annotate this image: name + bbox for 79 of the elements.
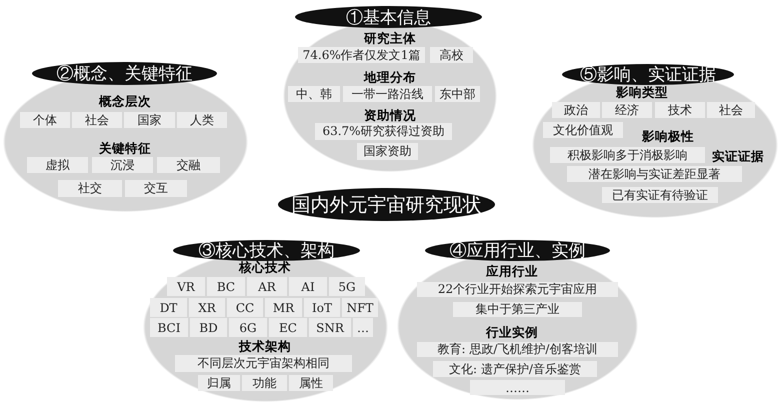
subheading: 行业实例 [486,324,538,342]
subheading: 应用行业 [486,264,538,280]
subheading: 影响极性 [642,128,694,146]
keyword-tag: 虚拟 [27,157,88,173]
node-label: MR [272,300,294,314]
subheading: 实证证据 [712,148,764,166]
keyword-tag: EC [269,318,307,337]
node-label: EC [279,320,297,334]
keyword-tag: AR [247,277,287,296]
keyword-tag: BCI [150,318,188,337]
keyword-tag: 潜在影响与实证差距显著 [567,166,742,182]
keyword-tag: 国家 [124,112,175,128]
subheading: 地理分布 [364,70,416,86]
keyword-tag: 积极影响多于消极影响 [550,147,705,163]
keyword-tag: 高校 [430,47,473,63]
keyword-tag: 功能 [242,375,287,391]
keyword-tag: MR [265,298,302,317]
keyword-tag: NFT [342,298,378,317]
keyword-tag: 归属 [198,375,240,391]
keyword-tag: 一带一路沿线 [343,86,432,102]
title-pill: 国内外元宇宙研究现状 [278,188,495,221]
keyword-tag: BC [207,277,245,296]
subheading: 资助情况 [364,108,416,124]
keyword-tag: 22个行业开始探索元宇宙应用 [417,282,618,297]
keyword-tag: 不同层次元宇宙架构相同 [175,355,352,372]
keyword-tag: 文化价值观 [543,122,623,138]
node-label: SNR [316,320,344,334]
keyword-tag: 政治 [552,102,600,118]
keyword-tag: 74.6%作者仅发文1篇 [298,47,425,63]
keyword-tag: 社会 [72,112,122,128]
keyword-tag: … [353,318,373,337]
keyword-tag: 东中部 [435,86,480,102]
keyword-tag: 集中于第三产业 [453,302,582,317]
keyword-tag: AI [289,277,327,296]
node-label: IoT [312,300,332,314]
keyword-tag: 技术 [655,102,705,118]
keyword-tag: …… [470,380,565,395]
subheading: 核心技术 [239,260,291,276]
node-label: … [357,320,369,334]
keyword-tag: 教育: 思政/飞机维护/创客培训 [417,342,618,357]
keyword-tag: 交融 [157,157,220,173]
keyword-tag: 文化: 遗产保护/音乐鉴赏 [433,361,597,377]
node-label: CC [236,300,254,314]
subheading: 影响类型 [616,84,668,102]
keyword-tag: 63.7%研究获得过资助 [315,123,452,140]
keyword-tag: BD [190,318,227,337]
keyword-tag: 社会 [707,102,755,118]
node-label: 6G [239,320,257,334]
keyword-tag: 5G [329,277,365,296]
subheading: 技术架构 [239,338,291,356]
heading-pill: ②概念、关键特征 [32,62,217,85]
keyword-tag: 中、韩 [288,86,340,102]
keyword-tag: 社交 [58,180,122,197]
keyword-tag: CC [227,298,263,317]
heading-pill: ①基本信息 [295,6,482,28]
node-label: DT [160,300,178,314]
keyword-tag: SNR [309,318,351,337]
keyword-tag: 已有实证有待验证 [602,187,718,203]
keyword-tag: 国家资助 [357,143,418,160]
heading-pill: ④应用行业、实例 [425,240,610,261]
keyword-tag: 属性 [289,375,333,391]
node-label: XR [198,300,216,314]
keyword-tag: 6G [229,318,267,337]
keyword-tag: 个体 [20,112,70,128]
keyword-tag: IoT [304,298,340,317]
keyword-tag: 沉浸 [92,157,153,173]
keyword-tag: 经济 [602,102,652,118]
node-label: BCI [158,320,180,334]
keyword-tag: 人类 [177,112,227,128]
subheading: 研究主体 [364,30,416,48]
keyword-tag: VR [167,277,205,296]
node-label: NFT [346,300,374,314]
subheading: 概念层次 [99,94,151,110]
node-label: BD [199,320,218,334]
subheading: 关键特征 [99,140,151,158]
keyword-tag: DT [150,298,187,317]
keyword-tag: 交互 [125,180,187,197]
keyword-tag: XR [189,298,225,317]
heading-pill: ③核心技术、架构 [173,240,360,261]
